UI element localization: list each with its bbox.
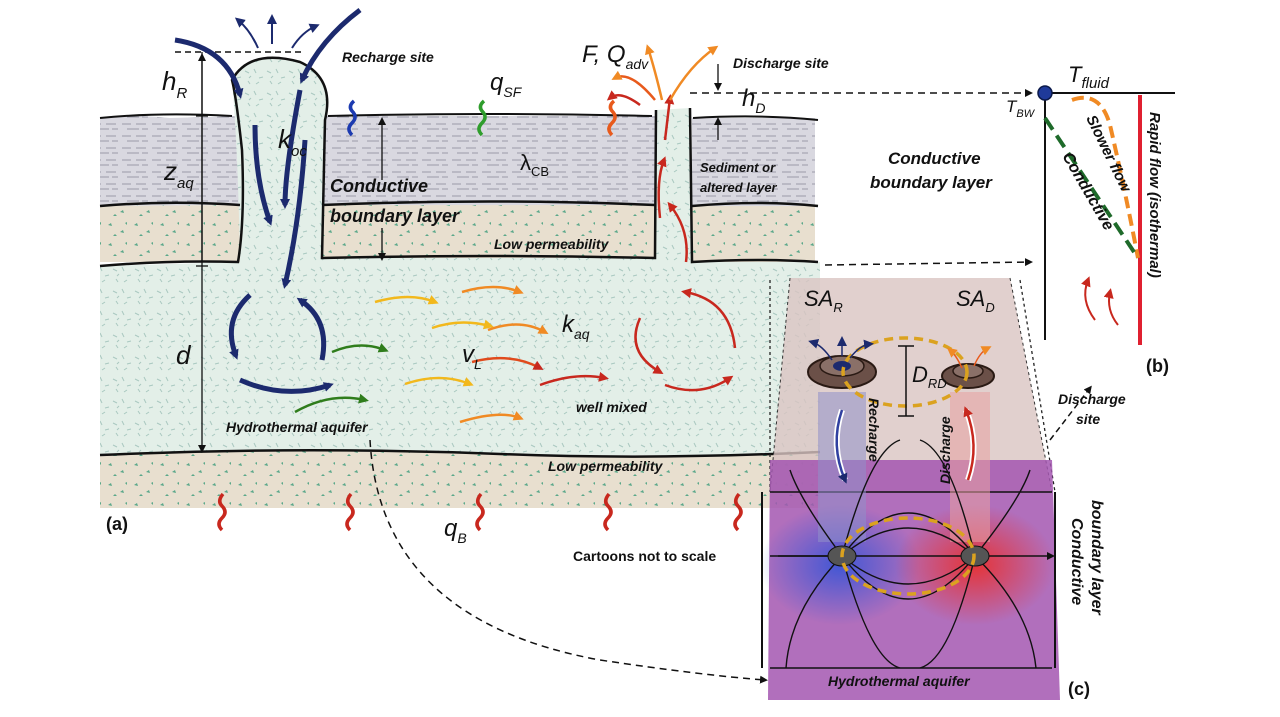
discharge-label: Discharge	[937, 416, 953, 484]
seafloor-heat-flow-arrows	[347, 99, 617, 137]
recharge-label: Recharge	[866, 398, 882, 462]
sediment-layer	[100, 116, 240, 206]
flow-field-lines	[770, 439, 1055, 669]
f-q-adv-label: F, Qadv	[582, 41, 649, 72]
seafloor-temperature-point	[1037, 85, 1053, 101]
v-l-label: vL	[462, 341, 482, 372]
sa-r-label: SAR	[804, 286, 843, 315]
q-sf-label: qSF	[490, 69, 523, 100]
k-oc-label: koc	[278, 124, 307, 160]
recharge-flow-arrows	[174, 8, 362, 394]
t-fluid-label: Tfluid	[1068, 62, 1110, 92]
conductive-profile	[1043, 116, 1140, 260]
sa-d-label: SAD	[956, 286, 995, 315]
t-bw-label: TBW	[1006, 97, 1036, 120]
slower-flow-profile	[1071, 95, 1140, 259]
low-permeability-upper-right	[692, 206, 815, 262]
c-hydrothermal-aquifer-label: Hydrothermal aquifer	[828, 673, 971, 689]
h-d-label: hD	[742, 85, 765, 116]
d-label: d	[176, 340, 192, 370]
sediment-label-1: Sediment or	[700, 160, 776, 175]
sediment-label-2: altered layer	[700, 180, 778, 195]
q-b-label: qB	[444, 515, 467, 546]
sediment-layer-right	[692, 118, 815, 206]
b-discharge-site-label-1: Discharge	[1058, 391, 1126, 407]
rapid-flow-label: Rapid flow (isothermal)	[1146, 112, 1163, 278]
d-rd-label: DRD	[912, 362, 947, 391]
b-discharge-site-label-2: site	[1076, 411, 1100, 427]
lambda-cb-label: λCB	[520, 150, 549, 179]
panel-c-label: (c)	[1068, 679, 1090, 699]
b-conductive-boundary-layer-2: boundary layer	[870, 173, 993, 192]
aquifer-dashed-ring	[840, 516, 976, 596]
c-conductive-boundary-layer-1: Conductive	[1068, 518, 1085, 605]
panel-b-label: (b)	[1146, 356, 1169, 376]
sediment-layer-mid	[320, 116, 655, 205]
c-conductive-boundary-layer-2: boundary layer	[1088, 500, 1105, 615]
panel-a: Recharge site Discharge site hR hD zaq k…	[99, 8, 1033, 684]
well-mixed-label: well mixed	[576, 399, 647, 415]
cartoons-note: Cartoons not to scale	[573, 548, 716, 564]
z-aq-label: zaq	[163, 156, 194, 192]
recharge-site-label: Recharge site	[342, 49, 434, 65]
h-r-label: hR	[162, 66, 187, 102]
k-aq-label: kaq	[562, 311, 590, 342]
low-permeability-upper-label: Low permeability	[494, 236, 610, 252]
discharge-site-label: Discharge site	[733, 55, 829, 71]
hydrothermal-aquifer-label: Hydrothermal aquifer	[226, 419, 369, 435]
conductive-boundary-layer-label-1: Conductive	[330, 176, 428, 196]
low-permeability-upper	[100, 205, 240, 262]
conductive-boundary-layer-label-2: boundary layer	[330, 206, 460, 226]
low-permeability-lower	[100, 451, 820, 508]
dimension-markers	[196, 52, 722, 453]
panel-a-label: (a)	[106, 514, 128, 534]
low-permeability-upper-mid	[320, 205, 655, 258]
aquifer-flow-arrows	[294, 94, 737, 424]
panel-c: SAR SAD DRD Recharge Discharge Conductiv…	[760, 277, 1105, 700]
b-conductive-boundary-layer-1: Conductive	[888, 149, 981, 168]
seafloor-dashed-ring	[841, 336, 969, 408]
basal-heat-flow-arrows	[217, 492, 743, 532]
low-permeability-lower-label: Low permeability	[548, 458, 664, 474]
